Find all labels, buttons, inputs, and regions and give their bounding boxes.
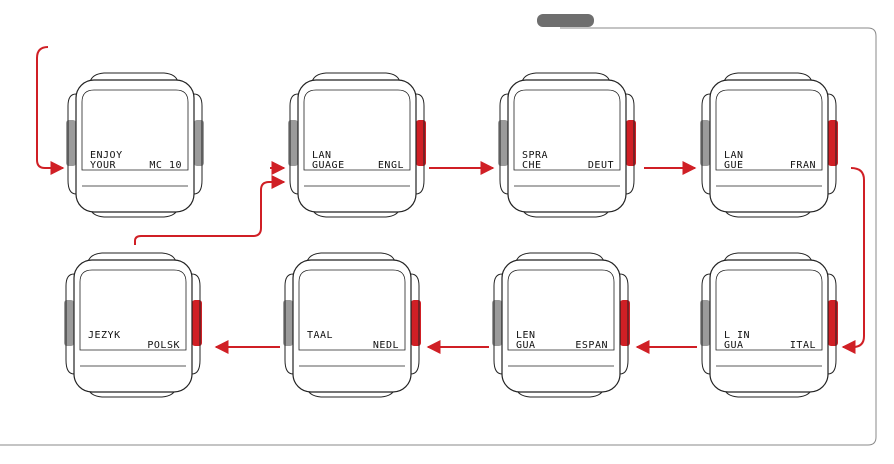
screen-label-line1: SPRA bbox=[522, 150, 548, 161]
screen-value: ITAL bbox=[790, 340, 816, 351]
strap-top bbox=[311, 72, 401, 83]
screen-frame bbox=[79, 269, 187, 351]
left-bracket bbox=[289, 93, 299, 195]
screen-value: FRAN bbox=[790, 160, 816, 171]
left-bracket bbox=[67, 93, 77, 195]
strap-top bbox=[89, 72, 179, 83]
arrow-fran-to-ital bbox=[841, 167, 865, 354]
screen-label-line2: GUA bbox=[516, 340, 536, 351]
left-bracket bbox=[701, 273, 711, 375]
screen-label-line2: GUA bbox=[724, 340, 744, 351]
screen-frame bbox=[513, 89, 621, 171]
screen-label-line1: L IN bbox=[724, 330, 750, 341]
right-bracket bbox=[625, 93, 635, 195]
screen-label-line2: GUAGE bbox=[312, 160, 345, 171]
flow-arrows bbox=[36, 46, 865, 354]
strap-top bbox=[723, 252, 813, 263]
left-bracket bbox=[493, 273, 503, 375]
screen-label-line1: LAN bbox=[724, 150, 744, 161]
screen-value: MC 10 bbox=[149, 160, 182, 171]
strap-top bbox=[87, 252, 177, 263]
screen-label-line1: LAN bbox=[312, 150, 332, 161]
right-bracket bbox=[827, 273, 837, 375]
right-bracket bbox=[619, 273, 629, 375]
right-bracket bbox=[191, 273, 201, 375]
left-bracket bbox=[284, 273, 294, 375]
screen-frame bbox=[507, 269, 615, 351]
device-body bbox=[501, 259, 621, 393]
device-body bbox=[292, 259, 412, 393]
strap-top bbox=[515, 252, 605, 263]
right-bracket bbox=[410, 273, 420, 375]
arrow-polsk-back-to-language bbox=[134, 175, 286, 245]
device-body bbox=[709, 79, 829, 213]
screen-value: ESPAN bbox=[575, 340, 608, 351]
screen-label-line1: LEN bbox=[516, 330, 536, 341]
screen-frame bbox=[715, 89, 823, 171]
screen-frame bbox=[81, 89, 189, 171]
bike-computer-device: TAAL NEDL bbox=[283, 252, 421, 398]
screen-label-line1: TAAL bbox=[307, 330, 333, 341]
screen-label-line2: GUE bbox=[724, 160, 744, 171]
device-body bbox=[709, 259, 829, 393]
screen-value: DEUT bbox=[588, 160, 614, 171]
strap-top bbox=[306, 252, 396, 263]
screen-value: POLSK bbox=[147, 340, 180, 351]
left-bracket bbox=[701, 93, 711, 195]
screen-label-line2: YOUR bbox=[90, 160, 117, 171]
screen-frame bbox=[303, 89, 411, 171]
device-body bbox=[75, 79, 195, 213]
right-bracket bbox=[827, 93, 837, 195]
device-body bbox=[73, 259, 193, 393]
screen-frame bbox=[715, 269, 823, 351]
left-bracket bbox=[65, 273, 75, 375]
strap-top bbox=[723, 72, 813, 83]
screen-value: NEDL bbox=[373, 340, 399, 351]
frame-tab bbox=[537, 14, 594, 27]
screen-label-line2: CHE bbox=[522, 160, 542, 171]
screen-frame bbox=[298, 269, 406, 351]
screen-label-line1: JEZYK bbox=[88, 330, 121, 341]
right-bracket bbox=[415, 93, 425, 195]
screen-value: ENGL bbox=[378, 160, 404, 171]
diagram-frame bbox=[0, 27, 877, 446]
device-body bbox=[297, 79, 417, 213]
device-body bbox=[507, 79, 627, 213]
strap-top bbox=[521, 72, 611, 83]
bike-computer-device: JEZYK POLSK bbox=[64, 252, 202, 398]
screen-label-line1: ENJOY bbox=[90, 150, 123, 161]
right-bracket bbox=[193, 93, 203, 195]
arrow-start-to-enjoy bbox=[36, 46, 65, 175]
left-bracket bbox=[499, 93, 509, 195]
